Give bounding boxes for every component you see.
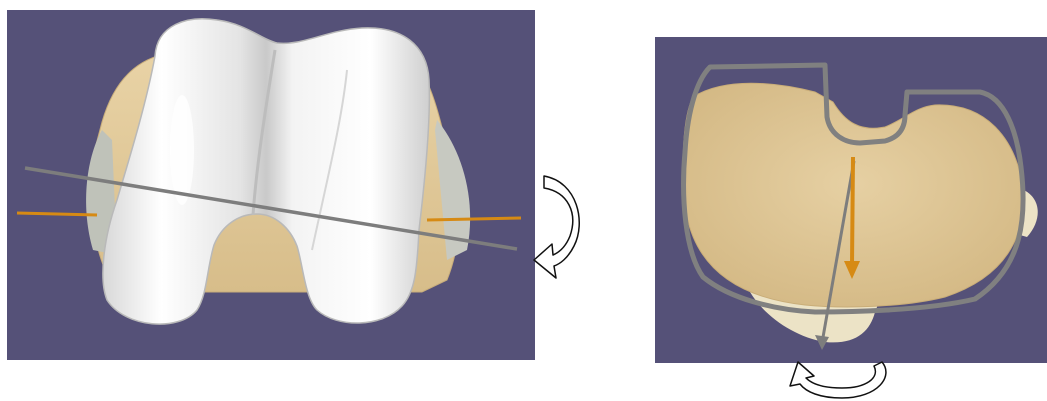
rotation-arrow-clockwise-icon [530,168,590,290]
implant-highlight [170,95,194,205]
femoral-implant-panel [7,10,535,360]
rotation-arrow-counterclockwise-icon [782,356,900,401]
tibial-plateau-panel [655,37,1047,363]
transepicondylar-axis [17,213,97,215]
tibial-orange-axis [852,157,853,265]
transepicondylar-axis-right [427,218,521,220]
